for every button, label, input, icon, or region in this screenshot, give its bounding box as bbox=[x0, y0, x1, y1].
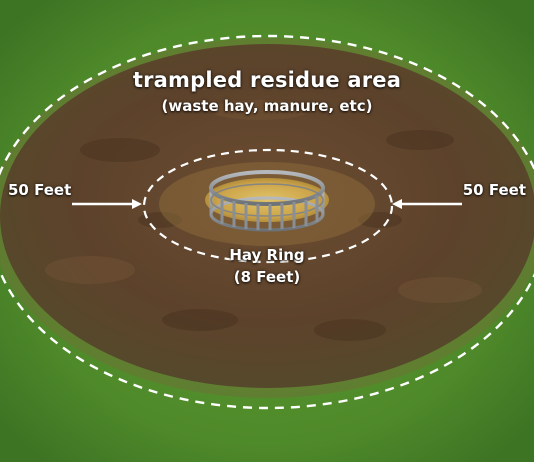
right-distance-arrow bbox=[392, 199, 462, 209]
diagram-subtitle: (waste hay, manure, etc) bbox=[161, 97, 373, 115]
hay-ring-size-label: (8 Feet) bbox=[233, 268, 301, 286]
left-distance-label: 50 Feet bbox=[8, 181, 72, 199]
hay-ring-label-group: Hay Ring (8 Feet) bbox=[167, 244, 367, 288]
hay-pile bbox=[205, 178, 329, 222]
dirt-texture bbox=[45, 100, 482, 341]
hay-ring-zone-outline bbox=[142, 148, 394, 264]
right-distance-label: 50 Feet bbox=[462, 181, 526, 199]
diagram-title: trampled residue area bbox=[132, 68, 402, 92]
left-distance-arrow bbox=[72, 199, 142, 209]
hay-ring-feeder bbox=[209, 170, 325, 232]
hay-ring-label: Hay Ring bbox=[229, 246, 305, 264]
